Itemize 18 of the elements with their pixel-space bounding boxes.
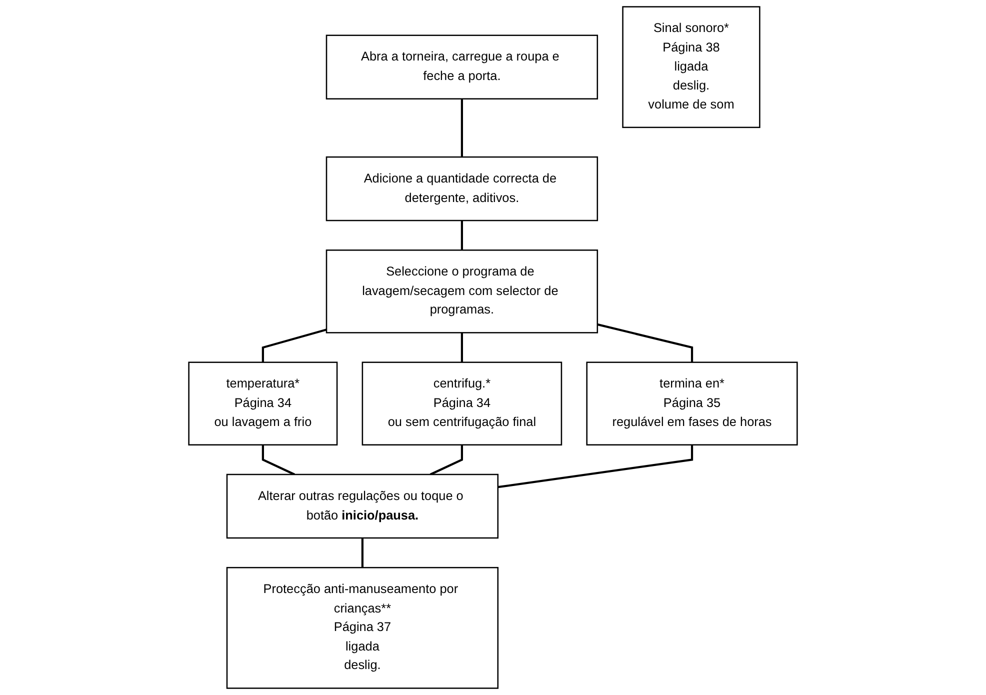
connector	[460, 332, 463, 362]
node-box: Adicione a quantidade correcta de detergente, aditivos.	[326, 156, 598, 222]
node-box: termina en* Página 35 regulável em fases de horas	[586, 362, 798, 446]
node-box: temperatura* Página 34 ou lavagem a frio	[188, 362, 338, 446]
node-box: Seleccione o programa de lavagem/secagem com selector de programas.	[326, 250, 598, 334]
node-box: centrifug.* Página 34 ou sem centrifugação final	[362, 362, 562, 446]
node-box: Sinal sonoro* Página 38 ligada deslig. volume de som	[622, 6, 760, 128]
connector	[262, 328, 327, 362]
connector	[460, 98, 463, 158]
node-box: Abra a torneira, carregue a roupa e feche a porta.	[326, 34, 598, 100]
node-box: Alterar outras regulações ou toque o botão inicio/pausa.	[226, 474, 499, 539]
connector	[460, 220, 463, 250]
connector	[262, 444, 296, 476]
connector	[361, 538, 364, 568]
node-box: Protecção anti-manuseamento por crianças** Página 37 ligada deslig.	[226, 566, 499, 689]
connector	[498, 444, 694, 488]
connector	[430, 444, 463, 476]
connector	[597, 323, 694, 362]
